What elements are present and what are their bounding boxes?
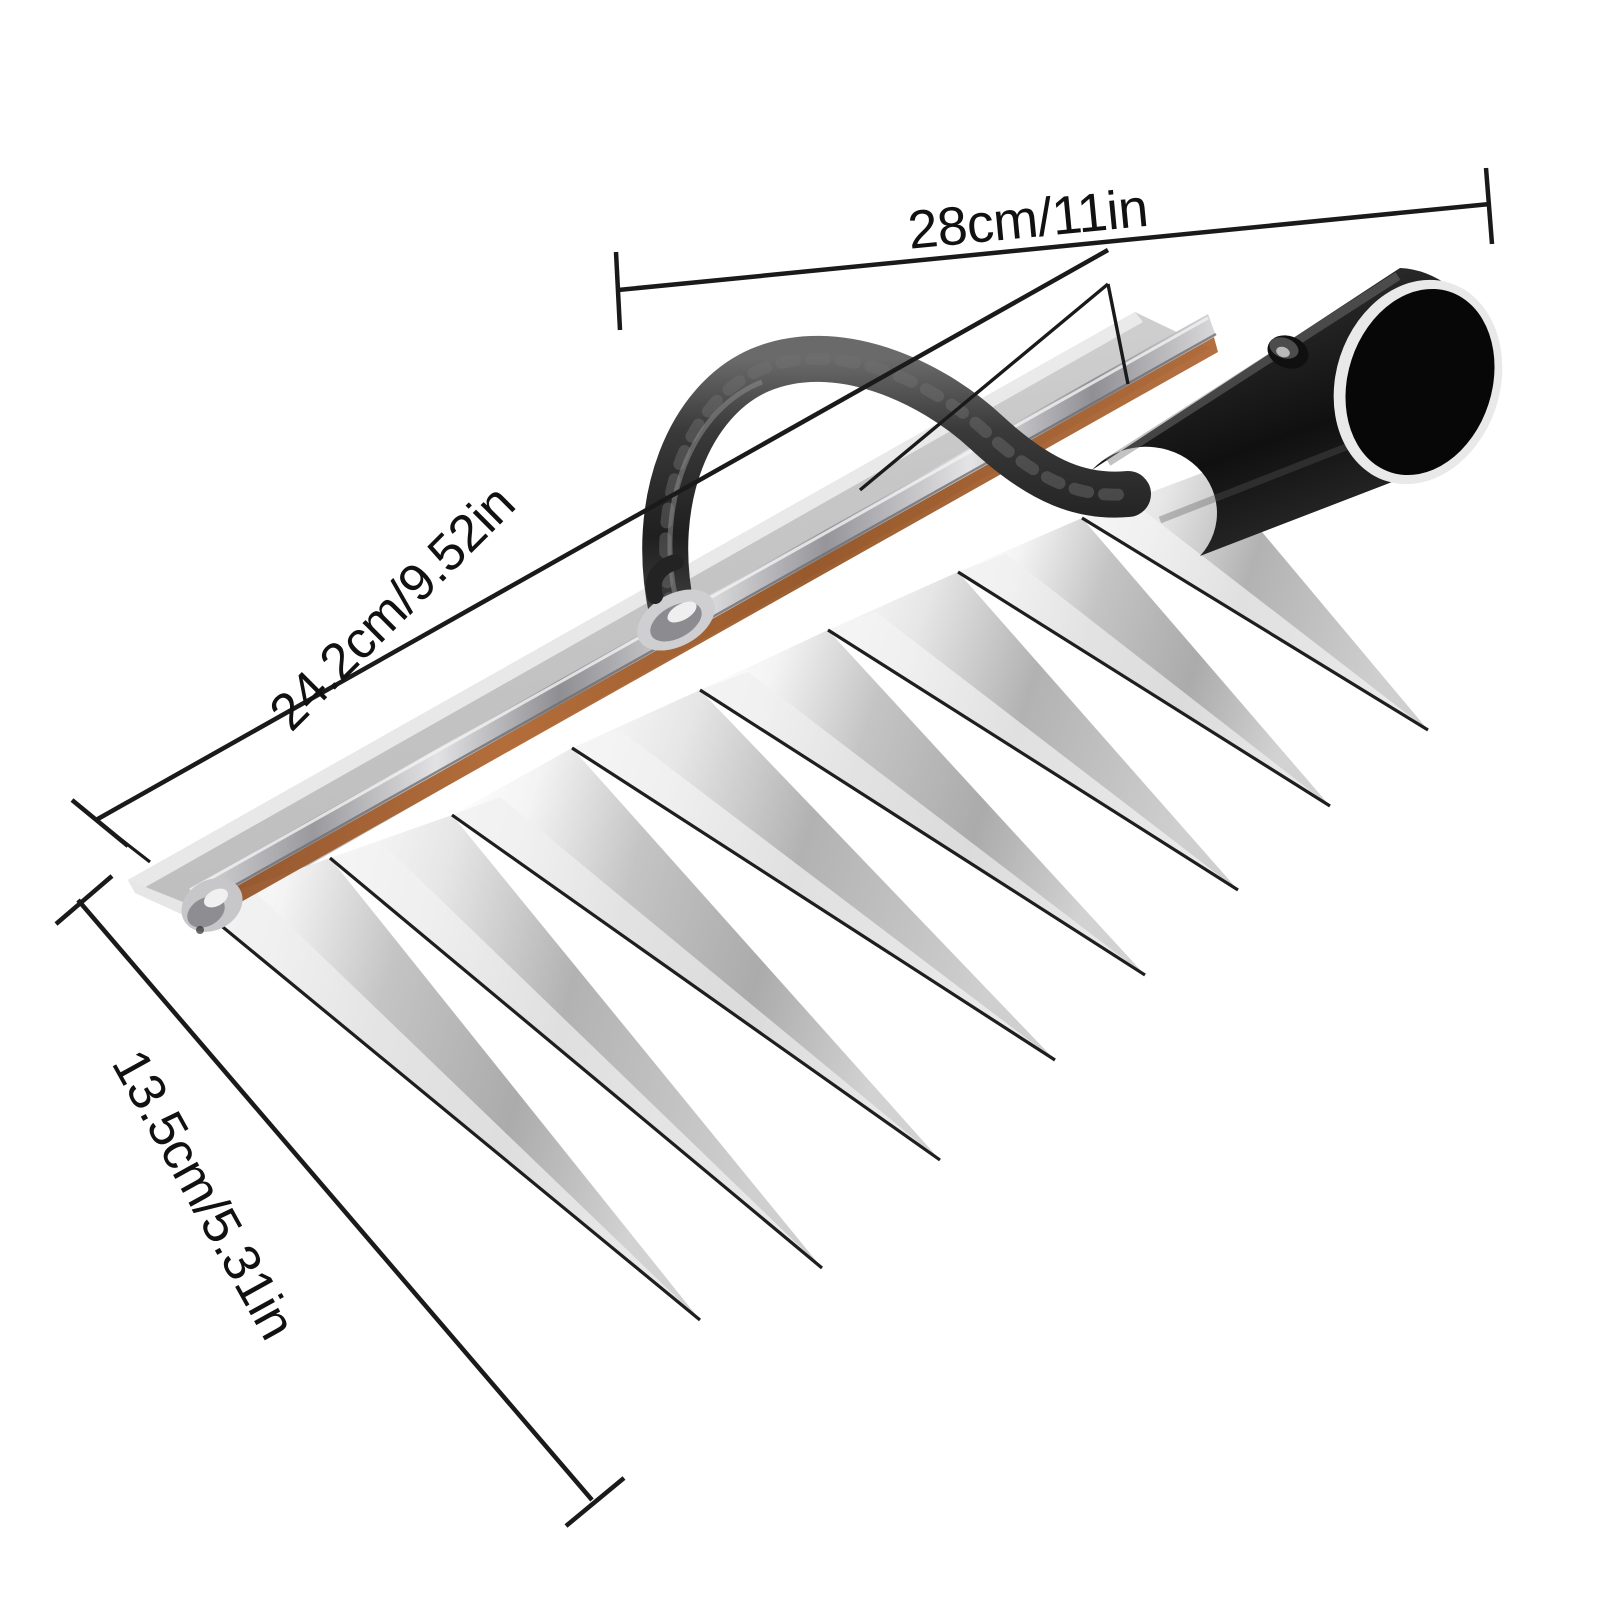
dimension-line-24-2cm [70,248,1110,864]
dimension-line-13-5cm [54,874,626,1528]
rake-tines [194,470,1429,1322]
ribbed-gooseneck-shank [637,335,1151,651]
socket-bore [1345,288,1495,476]
handle-socket-ferrule [1092,268,1503,556]
dimension-line-28cm [613,167,1495,492]
